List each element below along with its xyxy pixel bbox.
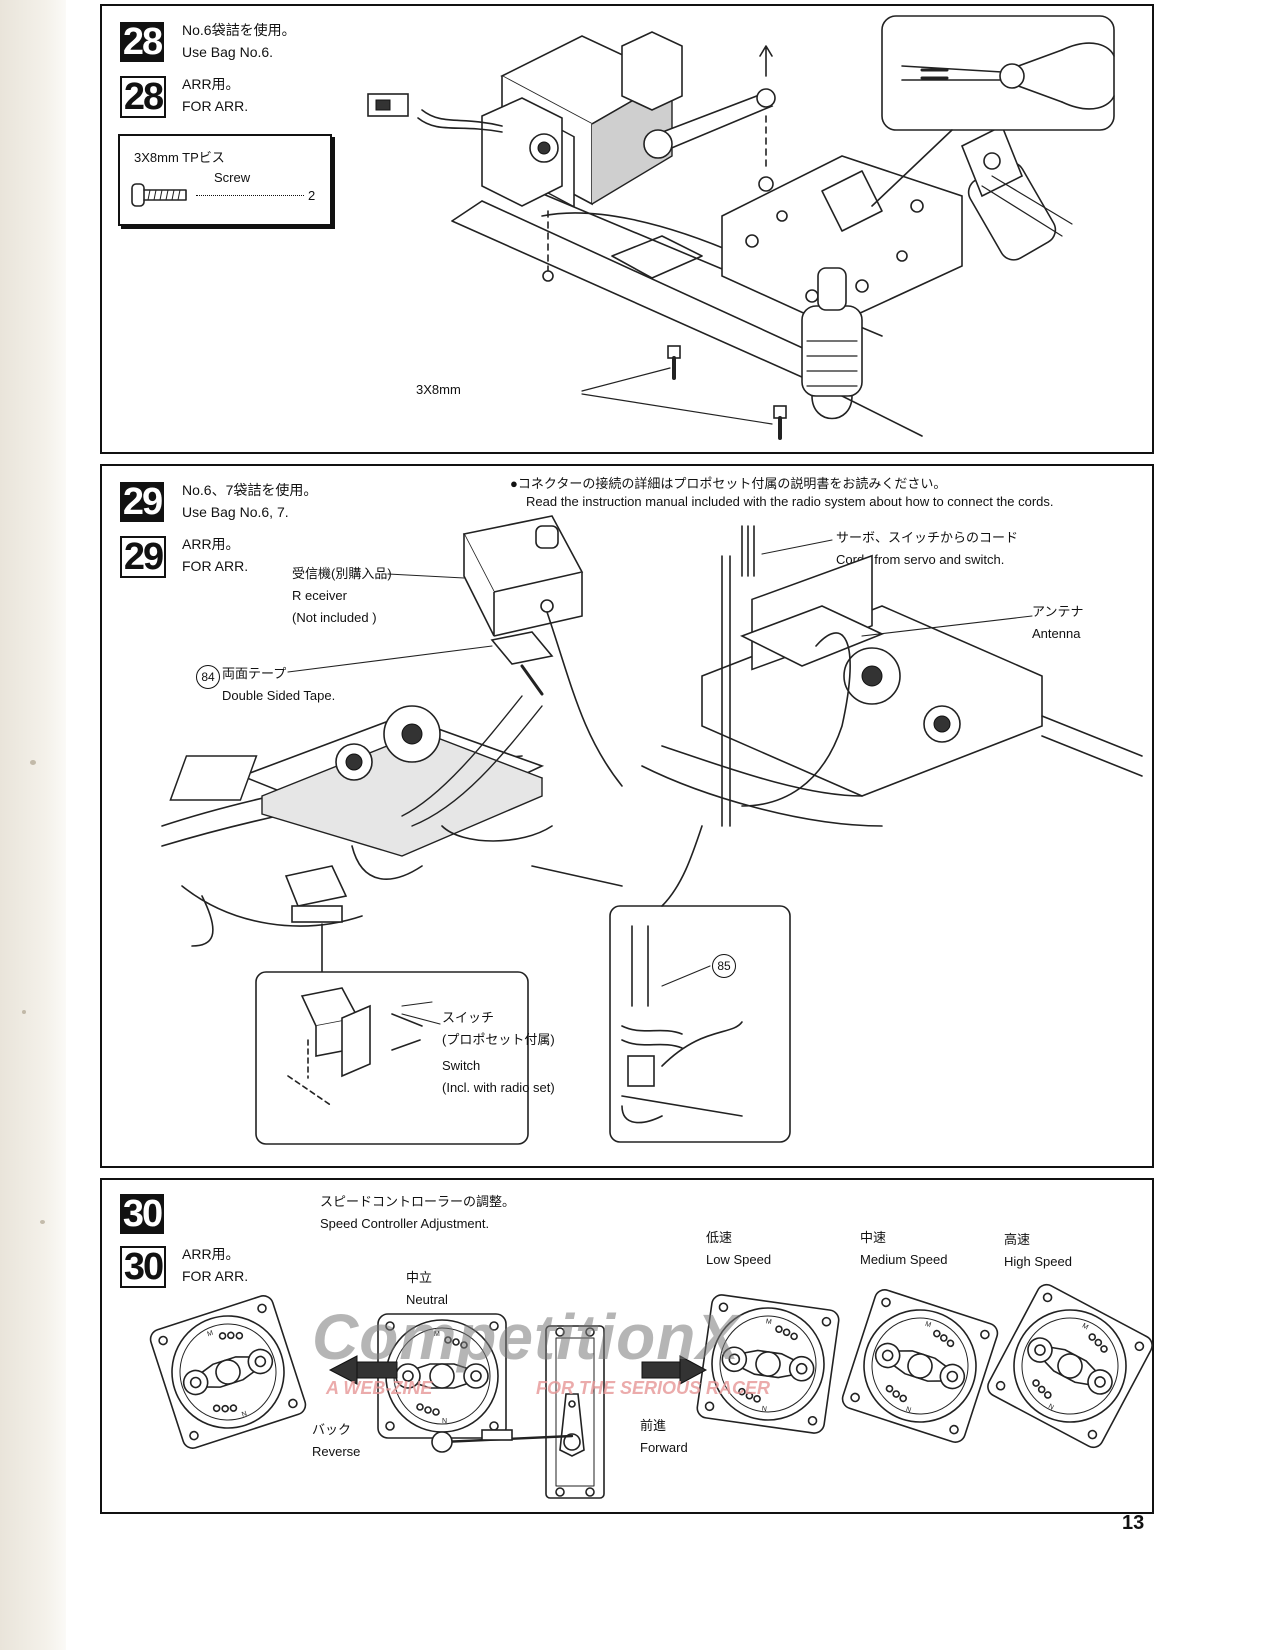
servo-mount-illustration — [367, 15, 1115, 440]
high-speed-jp: 高速 — [1004, 1232, 1031, 1247]
controller-high — [983, 1280, 1157, 1452]
reverse-label-en: Reverse — [312, 1444, 361, 1459]
screw-callout: 3X8mm — [416, 382, 461, 397]
antenna-label-en: Antenna — [1032, 626, 1081, 641]
step-30-arr-badge: 30 — [120, 1246, 166, 1288]
connector-note-jp: ●コネクターの接続の詳細はプロポセット付属の説明書をお読みください。 — [510, 476, 947, 491]
neutral-label-en: Neutral — [406, 1292, 448, 1307]
medium-speed-en: Medium Speed — [860, 1252, 948, 1267]
speed-controller-illustration: M N — [147, 1280, 1157, 1499]
step-28-arr-badge: 28 — [120, 76, 166, 118]
part-84-marker: 84 — [196, 665, 220, 689]
parts-qty: 2 — [308, 188, 316, 203]
step-28-bag-en: Use Bag No.6. — [182, 44, 274, 60]
step-29-panel: 29 29 No.6、7袋詰を使用。 Use Bag No.6, 7. ARR用… — [100, 464, 1154, 1168]
connector-note-en: Read the instruction manual included wit… — [526, 494, 1054, 509]
reverse-label-jp: バック — [312, 1422, 352, 1437]
medium-speed-jp: 中速 — [860, 1230, 887, 1245]
antenna-label-jp: アンテナ — [1032, 604, 1084, 619]
scan-speck — [40, 1220, 45, 1224]
scan-speck — [30, 760, 36, 765]
step-29-arr-badge: 29 — [120, 536, 166, 578]
watermark-tagline-right: FOR THE SERIOUS RACER — [536, 1378, 771, 1398]
low-speed-jp: 低速 — [706, 1230, 733, 1245]
cords-label-en: Cords from servo and switch. — [836, 552, 1005, 567]
step-30-arr-jp: ARR用。 — [182, 1246, 240, 1262]
page-number: 13 — [1122, 1512, 1145, 1534]
pliers-inset — [881, 15, 1115, 131]
step-30-arr-en: FOR ARR. — [182, 1268, 249, 1284]
tape-label-jp: 両面テープ — [222, 666, 287, 681]
parts-name-en: Screw — [214, 170, 251, 185]
step-29-badge: 29 — [120, 482, 164, 522]
switch-label-jp: スイッチ — [442, 1010, 495, 1025]
receiver-label-en: R eceiver — [292, 588, 347, 603]
switch-label-note: (Incl. with radio set) — [442, 1080, 555, 1095]
screw-lower-1-icon — [667, 345, 681, 380]
part-85-marker: 85 — [712, 954, 736, 978]
screw-lower-2-icon — [773, 405, 787, 440]
step-29-bag-jp: No.6、7袋詰を使用。 — [182, 482, 318, 498]
parts-leader — [196, 195, 304, 196]
scan-speck — [22, 1010, 26, 1014]
antenna-inset — [609, 905, 791, 1143]
step-28-panel: 28 28 No.6袋詰を使用。 Use Bag No.6. ARR用。 FOR… — [100, 4, 1154, 454]
watermark-tagline-left: A WEB-ZINE — [326, 1378, 433, 1398]
switch-label-en: Switch — [442, 1058, 481, 1073]
step-30-badge: 30 — [120, 1194, 164, 1234]
step-29-bag-en: Use Bag No.6, 7. — [182, 504, 289, 520]
cords-label-jp: サーボ、スイッチからのコード — [836, 530, 1019, 545]
watermark-brand: CompetitionX — [312, 1301, 740, 1373]
parts-name-jp: 3X8mm TPビス — [134, 150, 225, 165]
controller-medium — [839, 1286, 1001, 1446]
step-30-panel: 30 30 ARR用。 FOR ARR. スピードコントローラーの調整。 Spe… — [100, 1178, 1157, 1514]
high-speed-en: High Speed — [1004, 1254, 1072, 1269]
low-speed-en: Low Speed — [706, 1252, 772, 1267]
step-28-bag-jp: No.6袋詰を使用。 — [182, 22, 296, 38]
receiver-install-illustration — [161, 515, 1143, 1145]
step-28-arr-en: FOR ARR. — [182, 98, 249, 114]
forward-label-en: Forward — [640, 1440, 688, 1455]
receiver-label-note: (Not included ) — [292, 610, 377, 625]
switch-inset — [255, 971, 529, 1145]
tape-label-en: Double Sided Tape. — [222, 688, 336, 703]
forward-label-jp: 前進 — [640, 1418, 667, 1433]
controller-reverse — [147, 1292, 309, 1452]
scan-left-edge — [0, 0, 66, 1650]
step-29-arr-jp: ARR用。 — [182, 536, 240, 552]
parts-box: 3X8mm TPビス Screw 2 — [118, 134, 332, 226]
step-29-arr-en: FOR ARR. — [182, 558, 249, 574]
switch-label-jp2: (プロポセット付属) — [442, 1032, 555, 1047]
receiver-label-jp: 受信機(別購入品) — [292, 566, 392, 581]
speed-title-jp: スピードコントローラーの調整。 — [320, 1194, 516, 1209]
step-28-badge: 28 — [120, 22, 164, 62]
screw-icon — [131, 183, 187, 207]
speed-title-en: Speed Controller Adjustment. — [320, 1216, 490, 1231]
neutral-label-jp: 中立 — [406, 1270, 433, 1285]
step-28-arr-jp: ARR用。 — [182, 76, 240, 92]
